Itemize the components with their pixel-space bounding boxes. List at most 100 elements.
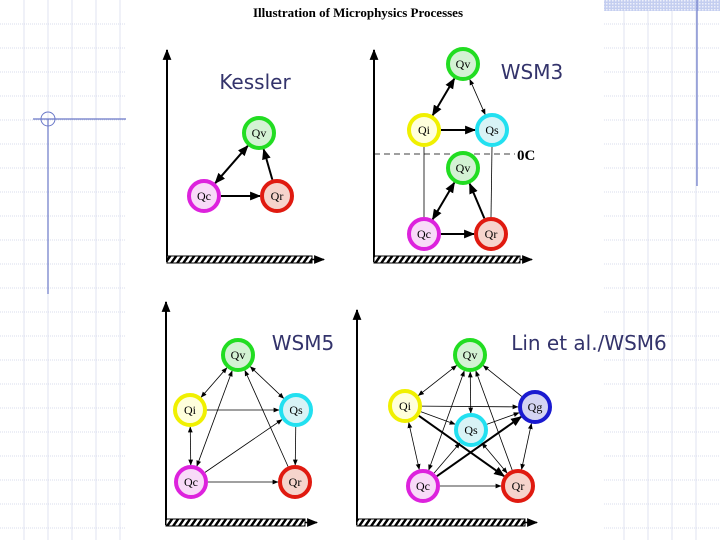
process-arrow-qr-qv	[262, 148, 274, 180]
process-arrow-qc-qv	[196, 370, 233, 467]
node-qr: Qr	[474, 217, 508, 251]
node-qc: Qc	[187, 179, 221, 213]
node-label: Qs	[485, 123, 499, 137]
freezing-level-label: 0C	[517, 148, 535, 164]
node-qr: Qr	[260, 179, 294, 213]
node-circle	[278, 465, 312, 499]
node-circle	[221, 338, 255, 372]
node-label: Qc	[184, 475, 198, 489]
node-qr: Qr	[278, 465, 312, 499]
ground-hatch	[373, 255, 521, 264]
process-arrow-qs-qr	[292, 426, 298, 466]
node-circle	[501, 469, 535, 503]
node-label: Qr	[289, 475, 302, 489]
header-band	[604, 0, 720, 11]
process-arrow-qs-qg	[486, 412, 520, 425]
node-label: Qv	[456, 161, 471, 175]
process-arrow-qi-qs	[420, 411, 456, 425]
node-circle	[406, 469, 440, 503]
node-label: Qv	[456, 57, 471, 71]
node-label: Qr	[485, 227, 498, 241]
node-circle	[260, 179, 294, 213]
node-circle	[454, 413, 488, 447]
diagram-label-kessler: Kessler	[219, 70, 291, 94]
process-arrow-qg-qv	[482, 365, 522, 397]
ground-hatch	[165, 518, 306, 527]
node-circle	[453, 338, 487, 372]
node-label: Qr	[271, 189, 284, 203]
process-arrow-qi-qg	[421, 404, 519, 410]
node-qi: Qi	[173, 393, 207, 427]
diagram-label-wsm5: WSM5	[272, 331, 334, 355]
left-decor	[33, 111, 126, 294]
node-qc: Qc	[174, 465, 208, 499]
process-arrow-qi-qc	[407, 421, 421, 471]
node-qc: Qc	[406, 469, 440, 503]
process-arrow-qs-qv	[249, 366, 285, 399]
diagram-label-wsm6: Lin et al./WSM6	[511, 331, 667, 355]
process-arrow-qi-qv	[417, 365, 458, 396]
process-arrow-qc-qs	[204, 419, 283, 473]
node-qv: Qv	[242, 116, 276, 150]
node-circle	[407, 113, 441, 147]
node-circle	[242, 116, 276, 150]
node-label: Qc	[417, 227, 431, 241]
node-circle	[173, 393, 207, 427]
process-arrow-qc-qv	[214, 144, 249, 185]
node-qi: Qi	[388, 389, 422, 423]
node-label: Qg	[528, 400, 543, 414]
node-label: Qc	[416, 479, 430, 493]
node-qg: Qg	[518, 390, 552, 424]
process-arrow-qg-qr	[520, 423, 533, 470]
process-arrow-qs-qv	[469, 79, 486, 115]
node-label: Qv	[463, 348, 478, 362]
node-circle	[279, 393, 313, 427]
node-qv: Qv	[221, 338, 255, 372]
diagram-label-wsm3: WSM3	[501, 60, 563, 84]
process-arrow-qr-qv	[244, 369, 289, 467]
node-qv2: Qv	[446, 151, 480, 185]
node-label: Qv	[231, 348, 246, 362]
node-qv: Qv	[453, 338, 487, 372]
ground-hatch	[166, 255, 313, 264]
node-circle	[174, 465, 208, 499]
process-arrow-qs-qr	[490, 146, 493, 218]
node-circle	[407, 217, 441, 251]
node-label: Qi	[418, 123, 431, 137]
process-arrow-qc-qg	[436, 415, 523, 478]
node-qv: Qv	[446, 47, 480, 81]
node-qc: Qc	[407, 217, 441, 251]
node-label: Qi	[399, 399, 412, 413]
node-qs: Qs	[279, 393, 313, 427]
process-arrow-qi-qc	[187, 426, 194, 466]
slide-title: Illustration of Microphysics Processes	[253, 5, 463, 20]
ground-hatch	[356, 518, 526, 527]
node-qs: Qs	[475, 113, 509, 147]
process-arrow-qr-qv2	[468, 182, 486, 219]
node-label: Qs	[464, 423, 478, 437]
process-arrow-qs-qr	[481, 442, 508, 474]
circle-ornament-icon	[40, 111, 56, 127]
process-arrow-qc-qv	[428, 370, 465, 471]
node-label: Qs	[289, 403, 303, 417]
node-label: Qc	[197, 189, 211, 203]
node-circle	[388, 389, 422, 423]
node-label: Qv	[252, 126, 267, 140]
process-arrow-qc-qv2	[431, 181, 456, 221]
node-qr: Qr	[501, 469, 535, 503]
node-qi: Qi	[407, 113, 441, 147]
process-arrow-qi-qv	[431, 77, 456, 117]
node-qs: Qs	[454, 413, 488, 447]
node-circle	[474, 217, 508, 251]
node-circle	[475, 113, 509, 147]
node-circle	[446, 151, 480, 185]
node-label: Qr	[512, 479, 525, 493]
node-label: Qi	[184, 403, 197, 417]
node-circle	[518, 390, 552, 424]
